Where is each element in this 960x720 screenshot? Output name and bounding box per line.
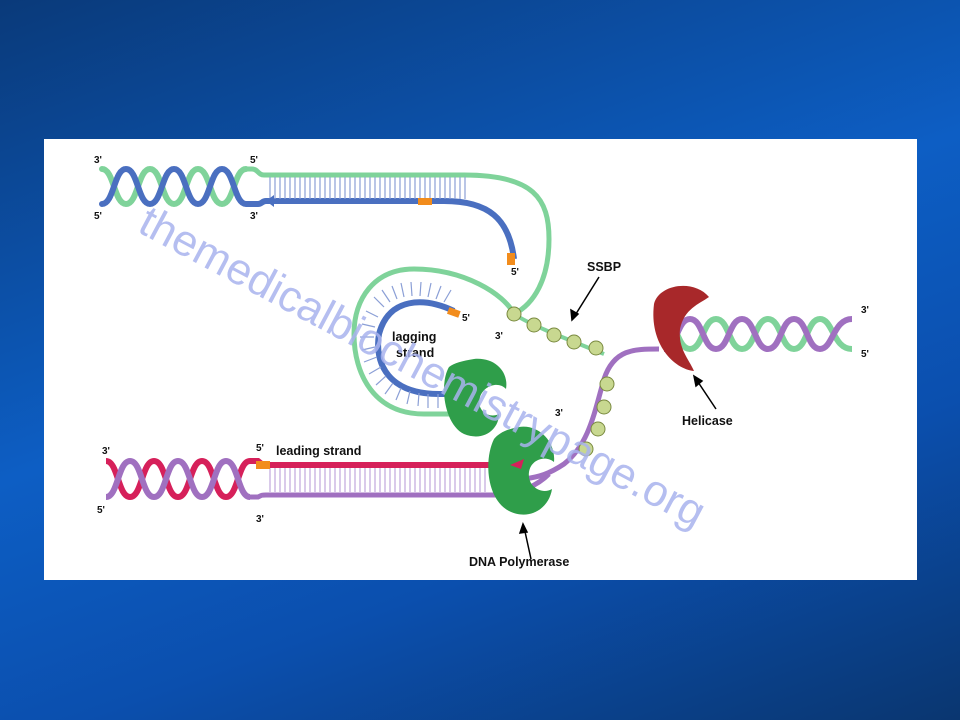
helicase-shape — [653, 285, 709, 371]
end-label-bottom-left-lower: 5' — [97, 505, 105, 516]
top-base-rungs — [269, 177, 466, 199]
polymerase-arrow — [510, 459, 524, 469]
end-label-leading-five: 5' — [256, 443, 264, 454]
label-lagging: lagging — [392, 330, 436, 344]
end-label-bottom-left-upper: 3' — [102, 446, 110, 457]
end-label-right-upper: 3' — [861, 305, 869, 316]
end-label-top-left-lower: 5' — [94, 211, 102, 222]
lagging-loop-blue — [375, 299, 474, 397]
ssbp-proteins-upper — [506, 306, 604, 356]
label-helicase: Helicase — [682, 414, 733, 428]
bottom-base-rungs — [269, 468, 486, 492]
end-label-leading-three: 3' — [256, 514, 264, 525]
lagging-loop-green — [351, 266, 517, 417]
primer-leading — [256, 461, 270, 469]
blue-okazaki-top — [246, 198, 517, 260]
top-left-helix — [99, 165, 249, 208]
label-leading-strand: leading strand — [276, 444, 361, 458]
green-template-top — [246, 166, 552, 317]
right-helix — [663, 315, 853, 353]
end-label-top-left-upper: 3' — [94, 155, 102, 166]
polymerase-upper — [444, 358, 507, 437]
ssbp-proteins-lower — [578, 376, 615, 457]
polymerase-lower — [488, 426, 555, 515]
label-ssbp: SSBP — [587, 260, 621, 274]
leading-new-strand — [250, 458, 494, 468]
label-strand: strand — [396, 346, 434, 360]
end-label-loop-three: 3' — [495, 331, 503, 342]
pointer-arrows — [518, 276, 717, 560]
end-label-okazaki-loop: 5' — [462, 313, 470, 324]
primer-loop — [446, 307, 461, 318]
top-arrow-head — [266, 195, 274, 207]
bottom-left-helix — [104, 457, 252, 501]
diagram-panel: 3' 5' 5' 3' 5' 5' 3' 3' 3' 5' 3' 5' 5' 3… — [44, 139, 917, 580]
end-label-fork-three: 3' — [555, 408, 563, 419]
primer-top-mid — [418, 198, 432, 205]
replication-fork-diagram: 3' 5' 5' 3' 5' 5' 3' 3' 3' 5' 3' 5' 5' 3… — [94, 155, 869, 569]
end-label-right-lower: 5' — [861, 349, 869, 360]
end-label-top-mid-upper: 5' — [250, 155, 258, 166]
label-dna-polymerase: DNA Polymerase — [469, 555, 569, 569]
end-label-okazaki-top: 5' — [511, 267, 519, 278]
leading-template-strand — [250, 472, 551, 500]
end-label-top-mid-lower: 3' — [250, 211, 258, 222]
primer-top-end — [507, 253, 515, 265]
